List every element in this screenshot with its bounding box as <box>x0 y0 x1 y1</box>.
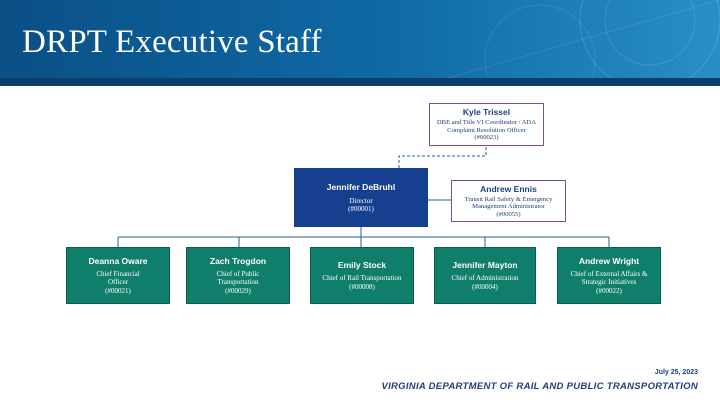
chief-role: Chief of Administration <box>451 274 519 283</box>
chief-box-4: Jennifer Mayton Chief of Administration … <box>434 247 536 304</box>
chief-name: Andrew Wright <box>578 256 640 267</box>
page-title: DRPT Executive Staff <box>22 24 322 60</box>
date-label: July 25, 2023 <box>654 369 698 376</box>
chief-role: Chief of Rail Transportation <box>322 274 402 283</box>
chief-number: (#00021) <box>105 286 131 295</box>
assistant-number: (#00055) <box>496 210 521 218</box>
chief-box-3: Emily Stock Chief of Rail Transportation… <box>310 247 414 304</box>
organization-name: VIRGINIA DEPARTMENT OF RAIL AND PUBLIC T… <box>381 381 698 392</box>
chief-box-1: Deanna Oware Chief Financial Officer (#0… <box>66 247 170 304</box>
chief-name: Jennifer Mayton <box>452 260 518 271</box>
decorative-circles <box>419 0 720 86</box>
chief-role: Chief of Public Transportation <box>216 270 260 287</box>
header-band <box>0 78 720 86</box>
director-role: Director <box>349 196 373 205</box>
chief-role: Chief of External Affairs & Strategic In… <box>570 270 648 287</box>
chief-name: Zach Trogdon <box>209 256 267 267</box>
director-name: Jennifer DeBruhl <box>326 181 396 192</box>
chief-name: Emily Stock <box>337 260 387 271</box>
assistant-box: Andrew Ennis Transit Rail Safety & Emerg… <box>451 180 566 222</box>
chief-box-5: Andrew Wright Chief of External Affairs … <box>557 247 661 304</box>
chief-box-2: Zach Trogdon Chief of Public Transportat… <box>186 247 290 304</box>
chief-number: (#00029) <box>225 286 251 295</box>
assistant-name: Andrew Ennis <box>480 183 537 194</box>
advisor-link <box>398 146 487 168</box>
advisor-name: Kyle Trissel <box>462 107 511 118</box>
chief-role: Chief Financial Officer <box>96 270 140 287</box>
director-box: Jennifer DeBruhl Director (#00001) <box>294 168 428 227</box>
advisor-role: DBE and Title VI Coordinator / ADA Compl… <box>436 119 537 134</box>
chief-name: Deanna Oware <box>88 256 148 267</box>
header-banner: DRPT Executive Staff <box>0 0 720 86</box>
chief-number: (#00008) <box>349 282 375 291</box>
assistant-role: Transit Rail Safety & Emergency Manageme… <box>464 195 553 211</box>
advisor-number: (#00023) <box>474 134 499 142</box>
chief-number: (#00004) <box>472 282 498 291</box>
advisor-box: Kyle Trissel DBE and Title VI Coordinato… <box>429 103 544 146</box>
director-number: (#00001) <box>348 205 374 213</box>
chief-number: (#00022) <box>596 286 622 295</box>
